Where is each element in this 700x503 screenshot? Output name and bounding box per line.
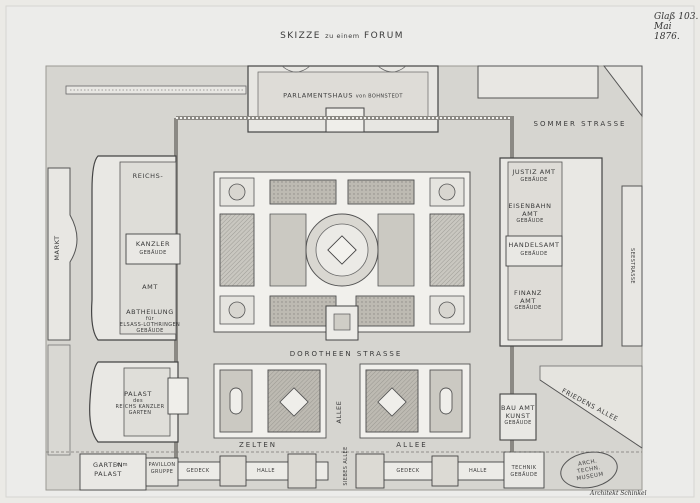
sheet-title: SKIZZE zu einem FORUM [280,31,404,41]
friedens-allee-line [539,379,643,449]
left-building-kroll [47,167,78,341]
building-label-pavillon-sub: GRUPPE [150,469,174,475]
garden-corner-ornaments [219,177,465,325]
building-label-halle-2: HALLE [469,468,487,474]
building-label-amt: AMT [142,283,158,291]
parliament-domes [281,65,407,73]
building-label-abtheilung-sub1: für [145,316,155,322]
street-label-dorotheen: DOROTHEEN STRASSE [289,350,403,358]
garden-monument-core [333,313,351,331]
building-label-palast: PALAST [124,390,152,398]
palast-core [123,367,171,437]
handwritten-annotation: Glaß 103. Mai 1876. [654,12,699,42]
building-label-justiz: JUSTIZ AMT [512,168,556,176]
building-label-gedeck-1: GEDECK [186,468,210,474]
building-label-bau-amt: BAU AMT [501,404,535,412]
garden-top-beds [269,179,415,205]
top-right-corner [602,65,643,118]
building-label-finanz-amt: AMT [520,297,536,305]
street-label-markt: MARKT [53,235,61,261]
street-label-zelten: ZELTEN [238,441,278,449]
building-label-technik-sub: GEBÄUDE [510,472,538,478]
building-label-abtheilung: ABTHEILUNG [126,308,174,316]
building-label-palast-sub2: REICHS KANZLER [115,404,165,410]
building-label-garten-sub: zum [116,462,128,468]
lower-left-garden [213,363,327,439]
building-label-kunst-sub: GEBÄUDE [504,420,532,426]
building-label-abtheilung-sub2: ELSASS-LOTHRINGEN [119,322,181,328]
street-label-seestrasse: SEESTRASSE [629,248,635,284]
palast-portico [167,377,189,415]
building-label-technik: TECHNIK [511,465,537,471]
garden-side-panels [219,213,465,287]
building-label-eisenbahn-sub: GEBÄUDE [516,218,544,224]
architect-signature: Architekt Schinkel [590,490,647,497]
top-left-strip [65,85,247,95]
street-label-allee-vertical: ALLEE [335,400,343,424]
building-label-handels: HANDELSAMT [508,241,560,249]
building-label-abtheilung-sub3: GEBÄUDE [136,328,164,334]
street-label-allee: ALLEE [396,441,428,449]
building-label-justiz-sub: GEBÄUDE [520,177,548,183]
street-label-sommer: SOMMER STRASSE [533,120,627,128]
top-right-building [477,65,599,99]
left-building-lower [47,344,71,456]
reichskanzler-center [125,233,181,265]
building-label-parlament: PARLAMENTSHAUS von BOHNSTEDT [283,91,403,100]
building-label-palast-sub: des [132,398,144,404]
building-label-kunst: KUNST [505,412,531,420]
building-label-eisenbahn: EISENBAHN [508,202,552,210]
building-label-pavillon: PAVILLON [148,462,176,468]
street-label-siebes: SIEBES ALLEE [343,446,349,486]
lower-right-garden [359,363,471,439]
handelsamt-center [505,235,563,267]
building-label-gedeck-2: GEDECK [396,468,420,474]
building-label-eisenbahn-amt: AMT [522,210,538,218]
garden-bottom-beds [269,295,415,327]
building-label-kanzler: KANZLER [135,240,171,248]
far-right-building [621,185,643,347]
building-label-handels-sub: GEBÄUDE [520,251,548,257]
building-label-reichs: REICHS- [132,172,164,180]
building-label-garten: GARTEN [92,461,124,469]
building-label-halle-1: HALLE [257,468,275,474]
building-label-garten-palast: PALAST [94,470,122,478]
building-label-finanz: FINANZ [514,289,542,297]
building-label-finanz-sub: GEBÄUDE [514,305,542,311]
bottom-halle-row [79,451,545,491]
bau-amt-building [499,393,537,441]
building-label-kanzler-sub: GEBÄUDE [139,250,167,256]
building-label-palast-sub3: GARTEN [128,410,152,416]
garden-fountain [327,235,357,265]
